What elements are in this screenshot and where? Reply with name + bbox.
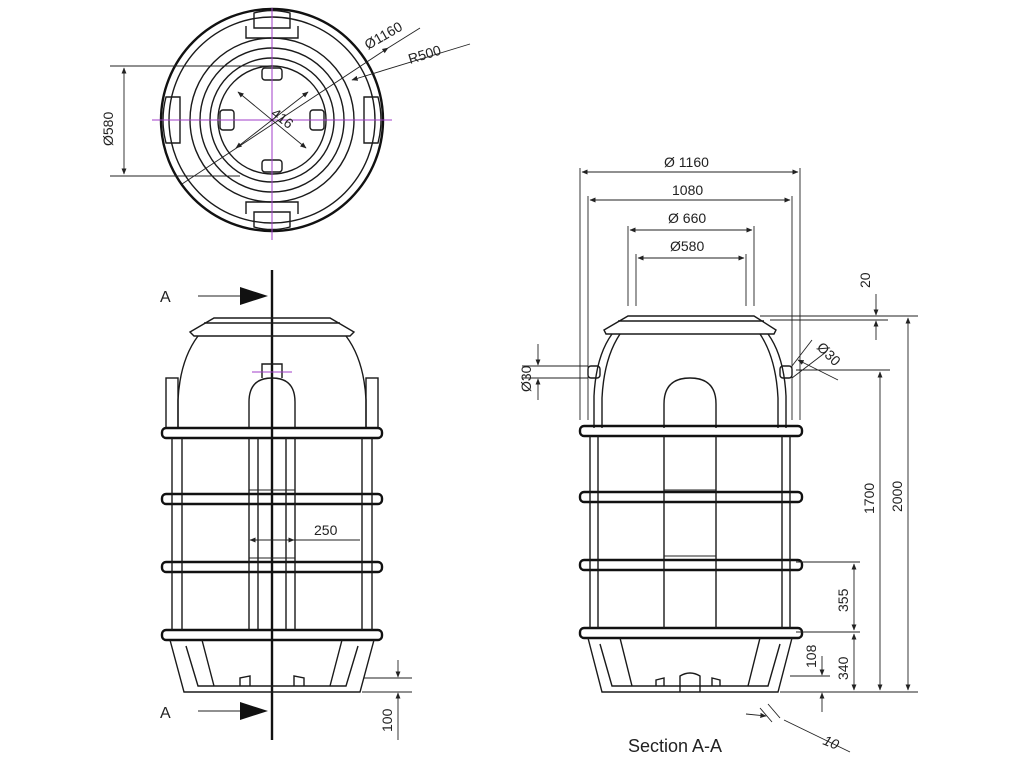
front-rib-width-dim: 250	[314, 522, 338, 538]
top-bolt-circle-dim: 416	[268, 105, 296, 132]
front-base-height-dim: 100	[379, 708, 395, 732]
section-label-top: A	[160, 289, 171, 306]
section-rib-width-dim: 1080	[672, 182, 703, 198]
section-outer-diameter-dim: Ø 1160	[664, 154, 709, 170]
front-view: A A 250	[160, 270, 412, 740]
section-neck-inner-dim: Ø580	[670, 238, 704, 254]
top-view: 416 Ø1160 R500 Ø580	[100, 7, 471, 240]
section-total-height-dim: 2000	[889, 481, 905, 512]
section-wall-dim: 10	[821, 732, 842, 753]
section-pipe-right-dim: Ø30	[814, 339, 844, 369]
section-pipe-left-dim: Ø30	[518, 365, 534, 392]
section-neck-outer-dim: Ø 660	[668, 210, 706, 226]
top-outer-diameter-dim: Ø1160	[362, 18, 406, 52]
top-inner-diameter-dim: Ø580	[100, 112, 116, 146]
section-rib-spacing-dim: 355	[835, 588, 851, 612]
section-bottom-rib-dim: 340	[835, 656, 851, 680]
section-bottom-offset-dim: 108	[803, 644, 819, 668]
front-ribs	[160, 426, 384, 642]
section-label-bottom: A	[160, 705, 171, 722]
top-radius-dim: R500	[406, 42, 443, 67]
section-view: Ø 1160 1080 Ø 660 Ø580	[518, 154, 918, 756]
section-ribs	[578, 424, 804, 640]
section-lid-height-dim: 20	[857, 272, 873, 288]
section-body-height-dim: 1700	[861, 483, 877, 514]
section-title: Section A-A	[628, 736, 722, 756]
